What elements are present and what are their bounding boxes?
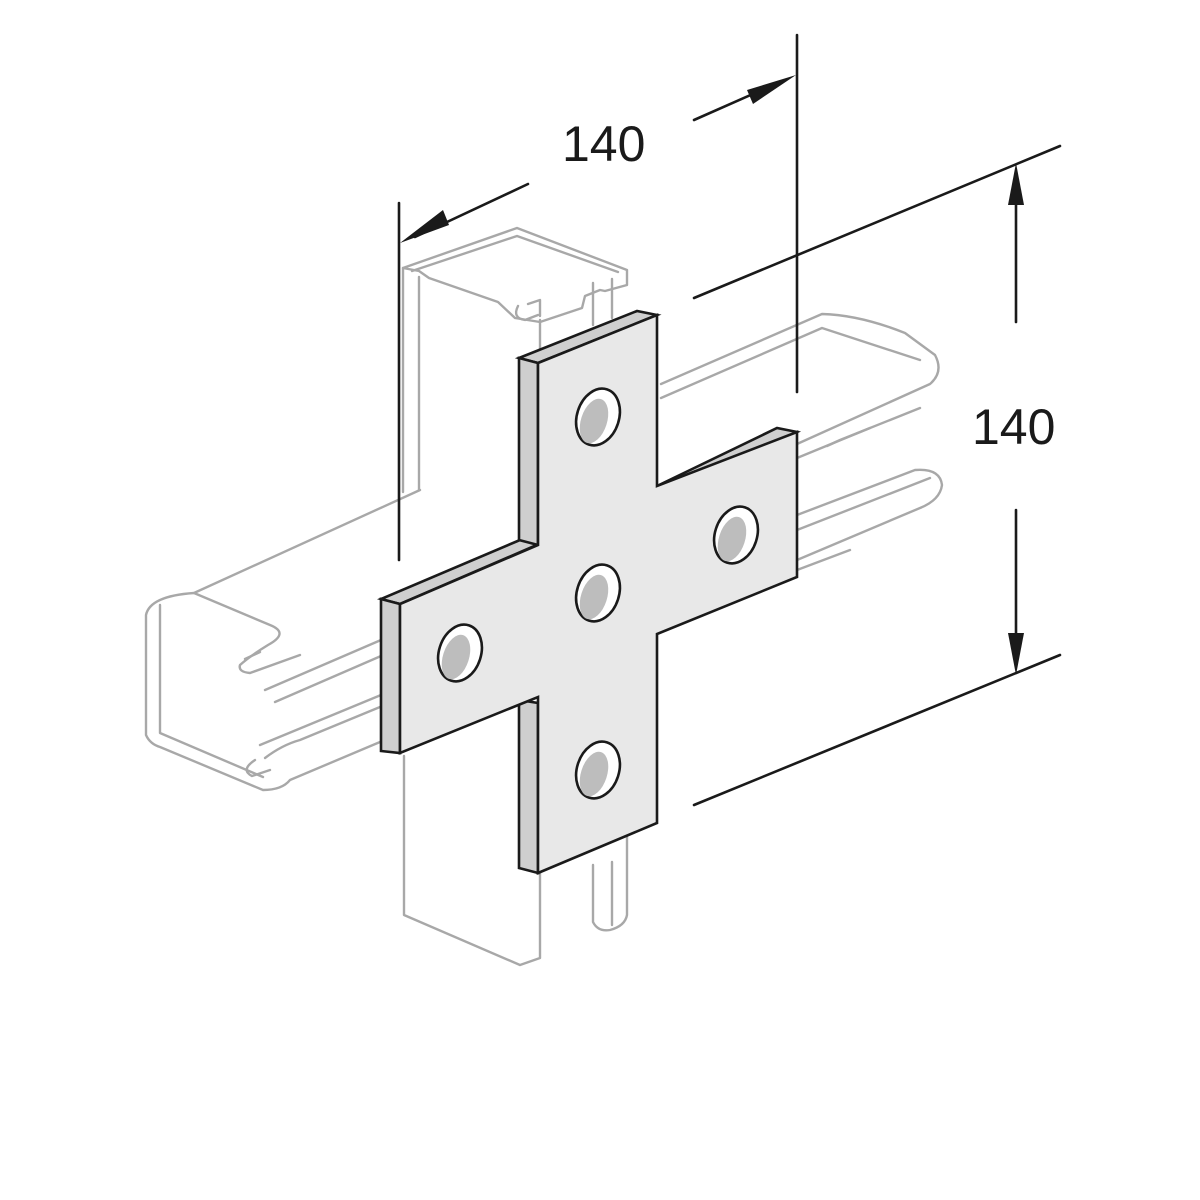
- height-dimension-label: 140: [972, 399, 1055, 455]
- plate-upper-side-edge: [517, 356, 540, 547]
- plate-bottom-side-edge: [517, 698, 540, 875]
- vertical-channel: [401, 226, 629, 967]
- height-arrow-top: [1008, 163, 1024, 205]
- cross-plate: [376, 309, 802, 875]
- hole-left: [436, 623, 484, 683]
- hole-right: [712, 505, 760, 565]
- plate-left-side-edge: [379, 597, 402, 755]
- width-dimension: 140: [397, 33, 799, 562]
- height-dimension: 140: [692, 144, 1062, 807]
- width-arrow-right: [747, 75, 796, 104]
- width-arrow-left: [400, 210, 449, 243]
- height-arrow-bottom: [1008, 633, 1024, 675]
- height-extension-bottom: [692, 653, 1062, 807]
- width-dimension-label: 140: [562, 116, 645, 172]
- hole-center: [574, 563, 622, 623]
- horizontal-channel: [144, 312, 944, 792]
- hole-top: [574, 387, 622, 447]
- height-extension-top: [692, 144, 1062, 300]
- hole-bottom: [574, 740, 622, 800]
